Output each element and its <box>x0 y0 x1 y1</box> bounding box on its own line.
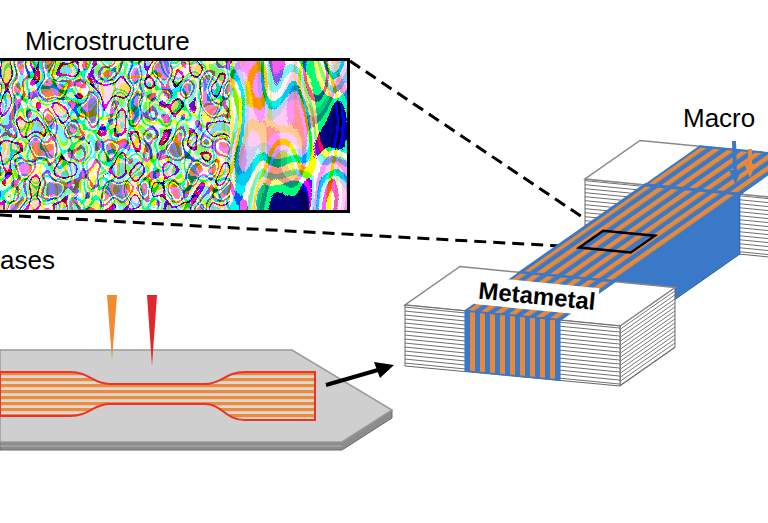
zoom-line <box>0 215 579 247</box>
zoom-square <box>579 231 655 253</box>
beam-head <box>745 164 756 178</box>
inset-frame: Microstructure <box>0 58 350 213</box>
laser-beam <box>147 295 157 366</box>
ebsd-map <box>0 60 235 210</box>
beam-orange <box>748 149 752 166</box>
beam-head <box>729 170 741 184</box>
zoom-line <box>350 61 603 231</box>
beam-blue <box>734 141 735 172</box>
section-label: Macro <box>683 104 755 134</box>
process-arrow <box>326 370 378 385</box>
inset-heading: Microstructure <box>25 27 190 57</box>
build-plate <box>0 350 392 442</box>
printed-dogbone <box>0 372 315 420</box>
striped-band <box>465 311 560 380</box>
plate-layer <box>0 446 342 447</box>
section-label: ases <box>0 246 55 276</box>
arrow-head <box>374 362 394 378</box>
laser-beam <box>107 295 117 360</box>
gauge-top <box>520 185 740 282</box>
ebsd-map <box>230 60 350 210</box>
grip-layers <box>405 305 620 386</box>
